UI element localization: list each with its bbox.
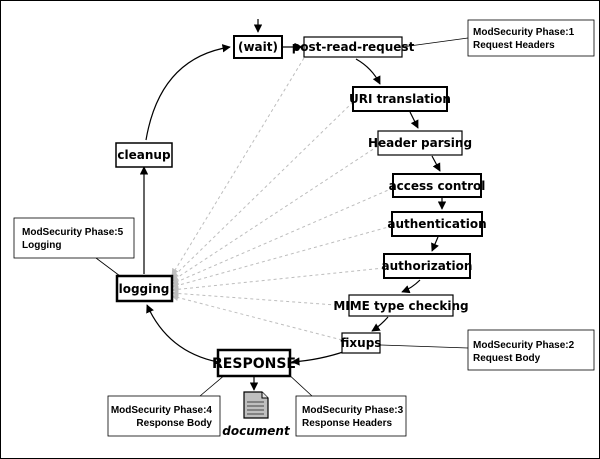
dashed-arrow-from-header-parsing	[171, 145, 379, 282]
error-paths-to-logging	[171, 57, 394, 341]
node-response-label: RESPONSE	[212, 356, 296, 372]
document-icon	[243, 391, 269, 419]
node-post-read-request-label: post-read-request	[292, 40, 415, 54]
note-phase4: ModSecurity Phase:4 Response Body	[107, 395, 221, 437]
node-mime-type-checking-label: MIME type checking	[333, 299, 468, 313]
node-logging: logging	[115, 274, 174, 303]
note-phase4-subtitle: Response Body	[136, 418, 212, 429]
dashed-arrow-from-authorization	[171, 267, 385, 293]
connector-phase1	[401, 37, 469, 48]
node-authentication: authentication	[387, 211, 487, 237]
dashed-arrow-from-post-read	[171, 57, 305, 276]
connector-phase5	[95, 257, 121, 277]
document-label: document	[222, 424, 291, 438]
note-phase3-title: ModSecurity Phase:3	[302, 405, 404, 416]
arrow-uri-to-header	[409, 111, 419, 129]
dashed-arrow-from-mime	[171, 289, 350, 307]
note-phase3: ModSecurity Phase:3 Response Headers	[295, 395, 407, 437]
node-post-read-request: post-read-request	[292, 36, 415, 58]
node-fixups: fixups	[341, 332, 382, 354]
note-phase1-title: ModSecurity Phase:1	[473, 27, 575, 38]
node-response: RESPONSE	[212, 348, 296, 378]
node-wait-label: (wait)	[238, 40, 278, 54]
arrow-response-to-logging	[146, 304, 219, 363]
node-authentication-label: authentication	[387, 217, 486, 231]
note-phase1: ModSecurity Phase:1 Request Headers	[467, 19, 595, 57]
node-access-control: access control	[389, 173, 486, 198]
arrow-authorization-to-mime	[401, 279, 421, 294]
note-phase5-title: ModSecurity Phase:5	[22, 227, 124, 238]
note-phase5: ModSecurity Phase:5 Logging	[13, 217, 135, 259]
node-uri-translation: URI translation	[349, 86, 451, 112]
note-phase5-subtitle: Logging	[22, 240, 61, 251]
arrow-authentication-to-authorization	[431, 236, 439, 252]
connector-phase4	[199, 373, 227, 397]
note-phase4-title: ModSecurity Phase:4	[111, 405, 213, 416]
node-cleanup: cleanup	[115, 142, 173, 168]
connector-phase2	[379, 344, 469, 349]
note-phase3-subtitle: Response Headers	[302, 418, 392, 429]
arrow-post-read-to-uri	[355, 58, 381, 85]
note-phase2-subtitle: Request Body	[473, 353, 541, 364]
node-access-control-label: access control	[389, 179, 486, 193]
main-flow	[139, 19, 447, 391]
arrow-header-to-access	[431, 155, 441, 172]
node-wait: (wait)	[233, 35, 283, 59]
note-phase1-subtitle: Request Headers	[473, 40, 555, 51]
dashed-arrow-from-uri-translation	[171, 101, 354, 279]
node-authorization: authorization	[382, 253, 473, 279]
dashed-arrow-from-authentication	[171, 225, 393, 289]
node-header-parsing: Header parsing	[368, 130, 472, 156]
arrow-cleanup-to-wait	[145, 44, 231, 141]
arrow-mime-to-fixups	[371, 316, 389, 332]
note-phase2: ModSecurity Phase:2 Request Body	[467, 329, 595, 371]
node-fixups-label: fixups	[341, 336, 382, 350]
node-logging-label: logging	[119, 282, 170, 296]
node-cleanup-label: cleanup	[117, 148, 171, 162]
node-header-parsing-label: Header parsing	[368, 136, 472, 150]
node-mime-type-checking: MIME type checking	[333, 294, 469, 317]
dashed-arrow-from-fixups	[171, 294, 343, 341]
note-phase2-title: ModSecurity Phase:2	[473, 340, 575, 351]
dashed-arrow-from-access-control	[171, 187, 394, 285]
node-authorization-label: authorization	[382, 259, 473, 273]
node-uri-translation-label: URI translation	[349, 92, 451, 106]
arrow-fixups-to-response	[291, 350, 347, 366]
